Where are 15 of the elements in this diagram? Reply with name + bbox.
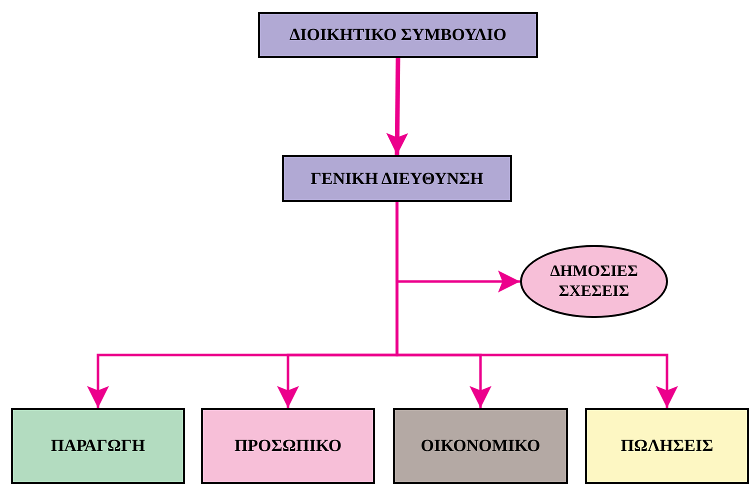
arrow bbox=[386, 58, 408, 156]
node-label: ΠΡΟΣΩΠΙΚΟ bbox=[233, 435, 343, 458]
node-label: ΔΗΜΟΣΙΕΣ ΣΧΕΣΕΙΣ bbox=[549, 262, 639, 302]
org-box bbox=[258, 12, 538, 58]
node-label: ΠΑΡΑΓΩΓΗ bbox=[50, 435, 146, 458]
node-label: ΓΕΝΙΚΗ ΔΙΕΥΘΥΝΣΗ bbox=[310, 168, 484, 190]
org-box bbox=[11, 408, 185, 484]
org-box bbox=[585, 408, 749, 484]
org-box bbox=[201, 408, 375, 484]
arrow bbox=[396, 202, 678, 408]
node-label: ΠΩΛΗΣΕΙΣ bbox=[620, 435, 714, 458]
org-box bbox=[393, 408, 568, 484]
org-box bbox=[282, 155, 512, 202]
node-label: ΔΙΟΙΚΗΤΙΚΟ ΣΥΜΒΟΥΛΙΟ bbox=[288, 24, 508, 46]
node-label: ΟΙΚΟΝΟΜΙΚΟ bbox=[420, 435, 542, 458]
